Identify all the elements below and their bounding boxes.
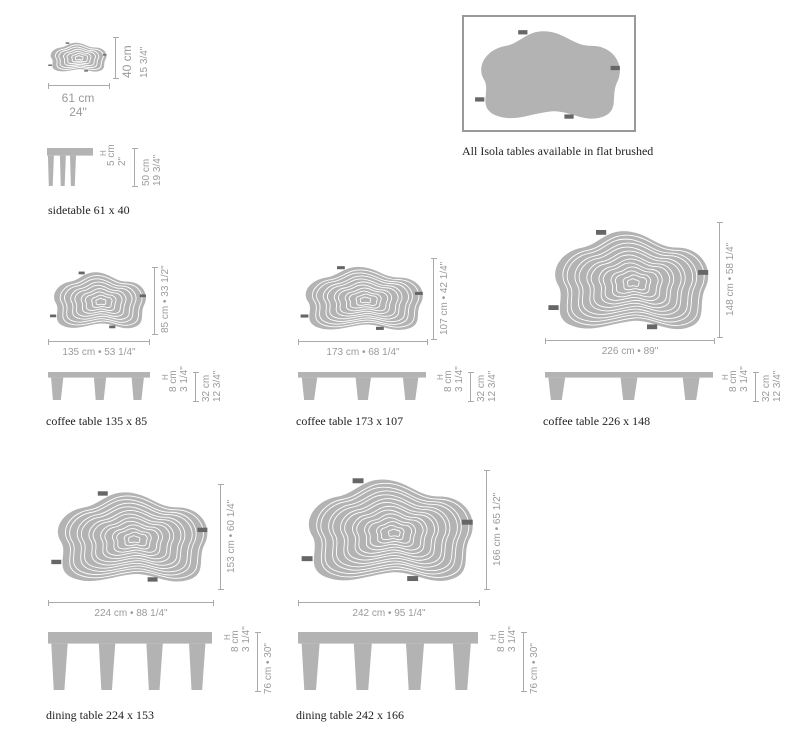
table-top-view <box>48 484 214 586</box>
table-side-view <box>298 372 426 400</box>
table-caption: dining table 242 x 166 <box>296 708 404 722</box>
table-caption: coffee table 135 x 85 <box>46 414 148 428</box>
sidetable-thickness: 5 cm <box>106 144 117 166</box>
height-dimension-line <box>468 372 474 402</box>
table-width: 242 cm • 95 1/4" <box>352 608 426 619</box>
height-dimension-line <box>132 148 138 187</box>
height-dimension-line <box>753 372 759 402</box>
table-side-view <box>48 372 150 400</box>
table-thickness: 8 cm <box>443 370 454 392</box>
flat-brushed-top-view <box>472 23 626 123</box>
table-side-view <box>298 632 478 690</box>
table-thickness: 8 cm <box>168 370 179 392</box>
table-height-in: 12 3/4" <box>772 370 783 402</box>
table-caption: dining table 224 x 153 <box>46 708 154 722</box>
width-dimension-line <box>298 339 428 345</box>
table-width: 135 cm • 53 1/4" <box>62 347 136 358</box>
table-thickness-in: 3 1/4" <box>179 366 190 392</box>
sidetable-caption: sidetable 61 x 40 <box>48 203 130 217</box>
table-height-in: 12 3/4" <box>487 370 498 402</box>
sidetable-height: 50 cm <box>141 158 152 186</box>
sidetable-height-in: 19 3/4" <box>152 154 163 186</box>
table-thickness-in: 3 1/4" <box>739 366 750 392</box>
table-height: 76 cm • 30" <box>263 643 274 694</box>
depth-dimension-line <box>152 267 158 335</box>
table-side-view <box>545 372 713 400</box>
sidetable-side-view <box>47 148 93 186</box>
table-height: 76 cm • 30" <box>529 643 540 694</box>
depth-dimension-line <box>484 470 490 590</box>
depth-dimension-line <box>717 222 723 338</box>
width-dimension-line <box>48 600 214 606</box>
table-top-view <box>298 470 480 586</box>
table-width: 226 cm • 89" <box>601 346 659 357</box>
table-thickness-in: 3 1/4" <box>454 366 465 392</box>
sidetable-width-in: 24" <box>69 105 87 119</box>
depth-dimension-line <box>431 258 437 340</box>
table-caption: coffee table 226 x 148 <box>543 414 651 428</box>
height-dimension-line <box>255 632 261 692</box>
table-thickness-in: 3 1/4" <box>241 626 252 652</box>
width-dimension-line <box>545 338 715 344</box>
finish-caption: All Isola tables available in flat brush… <box>462 144 654 158</box>
depth-dimension-line <box>218 484 224 590</box>
sidetable-width: 61 cm <box>61 91 95 105</box>
sidetable-depth: 40 cm <box>120 45 134 78</box>
width-dimension-line <box>48 339 150 345</box>
table-top-view <box>48 267 150 331</box>
sidetable-depth-in: 15 3/4" <box>139 46 150 78</box>
table-height-in: 12 3/4" <box>212 370 223 402</box>
width-dimension-line <box>298 600 480 606</box>
table-depth: 148 cm • 58 1/4" <box>725 242 736 316</box>
table-thickness: 8 cm <box>230 630 241 652</box>
table-depth: 85 cm • 33 1/2" <box>160 265 171 333</box>
table-depth: 107 cm • 42 1/4" <box>439 261 450 335</box>
table-thickness: 8 cm <box>728 370 739 392</box>
table-height: 32 cm <box>761 374 772 402</box>
table-width: 173 cm • 68 1/4" <box>326 347 400 358</box>
sidetable-thickness-in: 2" <box>117 156 128 166</box>
table-top-view <box>298 261 428 333</box>
flat-brushed-image <box>462 15 636 132</box>
table-top-view <box>545 222 715 334</box>
table-height: 32 cm <box>476 374 487 402</box>
table-side-view <box>48 632 212 690</box>
table-caption: coffee table 173 x 107 <box>296 414 404 428</box>
table-height: 32 cm <box>201 374 212 402</box>
table-depth: 153 cm • 60 1/4" <box>226 499 237 573</box>
sidetable-top-view <box>47 40 109 73</box>
depth-dimension-line <box>113 37 119 79</box>
table-thickness: 8 cm <box>496 630 507 652</box>
width-dimension-line <box>48 83 110 89</box>
table-depth: 166 cm • 65 1/2" <box>492 492 503 566</box>
height-dimension-line <box>521 632 527 692</box>
table-width: 224 cm • 88 1/4" <box>94 608 168 619</box>
height-dimension-line <box>193 372 199 402</box>
table-thickness-in: 3 1/4" <box>507 626 518 652</box>
